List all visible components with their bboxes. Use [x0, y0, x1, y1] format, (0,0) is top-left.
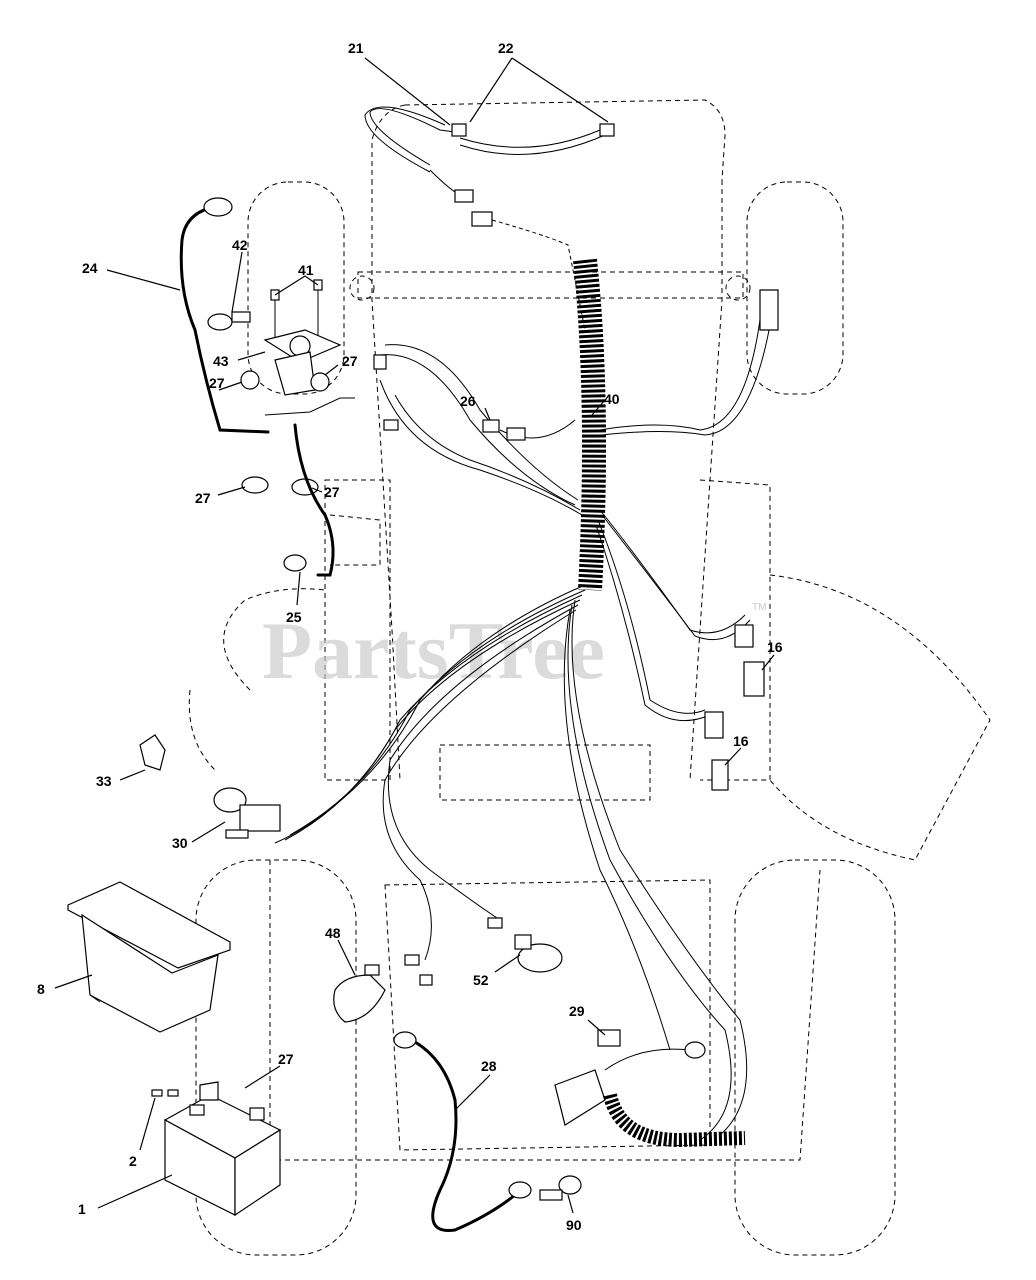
headlight-harness: [364, 106, 615, 331]
tractor-outline: [188, 99, 991, 1256]
nut-27-a: [240, 370, 260, 390]
nut-27-b: [310, 372, 330, 392]
connector-26: [482, 419, 500, 433]
connector-16-lower: [711, 759, 729, 791]
battery-box-8: [67, 881, 231, 1033]
callout-48: 48: [325, 925, 341, 941]
callout-8: 8: [37, 981, 45, 997]
callout-27-a: 27: [209, 375, 225, 391]
callout-40: 40: [604, 391, 620, 407]
callout-29: 29: [569, 1003, 585, 1019]
callout-26: 26: [460, 393, 476, 409]
callout-16-lower: 16: [733, 733, 749, 749]
callout-41: 41: [298, 262, 314, 278]
headlight-bulb-right: [599, 123, 615, 137]
callout-27-b: 27: [342, 353, 358, 369]
callout-27-d: 27: [324, 484, 340, 500]
nut-27-c: [241, 476, 269, 494]
wire-loom-40: [573, 258, 606, 591]
headlight-bulb-left: [451, 123, 467, 137]
battery-cable-24: [179, 206, 270, 434]
callout-16-upper: 16: [767, 639, 783, 655]
watermark-text: PartsTree: [262, 605, 605, 696]
callout-22: 22: [498, 40, 514, 56]
callout-43: 43: [213, 353, 229, 369]
rear-coil-loom: [603, 1093, 746, 1148]
callout-21: 21: [348, 40, 364, 56]
cable-24-terminal: [203, 197, 233, 217]
callout-27-e: 27: [278, 1051, 294, 1067]
connector-16-upper: [743, 661, 765, 697]
callout-90: 90: [566, 1217, 582, 1233]
part-52: [517, 943, 563, 973]
callout-labels: 21 22 24 42 41 43 27 27 26 40 27 27 25 1…: [37, 40, 783, 1233]
watermark-trademark: TM: [752, 602, 766, 613]
callout-27-c: 27: [195, 490, 211, 506]
rear-harness: [554, 1029, 746, 1148]
callout-33: 33: [96, 773, 112, 789]
battery-1: [151, 1081, 282, 1217]
callout-28: 28: [481, 1058, 497, 1074]
nut-27-d: [291, 478, 319, 496]
callout-1: 1: [78, 1201, 86, 1217]
callout-24: 24: [82, 260, 98, 276]
part-48: [333, 974, 386, 1023]
ground-cable-25: [293, 423, 335, 577]
callout-25: 25: [286, 609, 302, 625]
headlight-plug: [471, 211, 493, 227]
bolt-42: [207, 313, 233, 331]
cable-25-terminal: [283, 554, 307, 572]
battery-cable-28: [413, 1040, 517, 1232]
callout-30: 30: [172, 835, 188, 851]
part-33: [139, 734, 166, 771]
ignition-switch-30: [213, 787, 281, 839]
bolt-90: [558, 1175, 582, 1195]
starter-solenoid-assembly: [207, 279, 355, 496]
leader-lines: [54, 57, 775, 1214]
callout-2: 2: [129, 1153, 137, 1169]
callout-52: 52: [473, 972, 489, 988]
callout-42: 42: [232, 237, 248, 253]
headlight-connector: [454, 189, 474, 203]
